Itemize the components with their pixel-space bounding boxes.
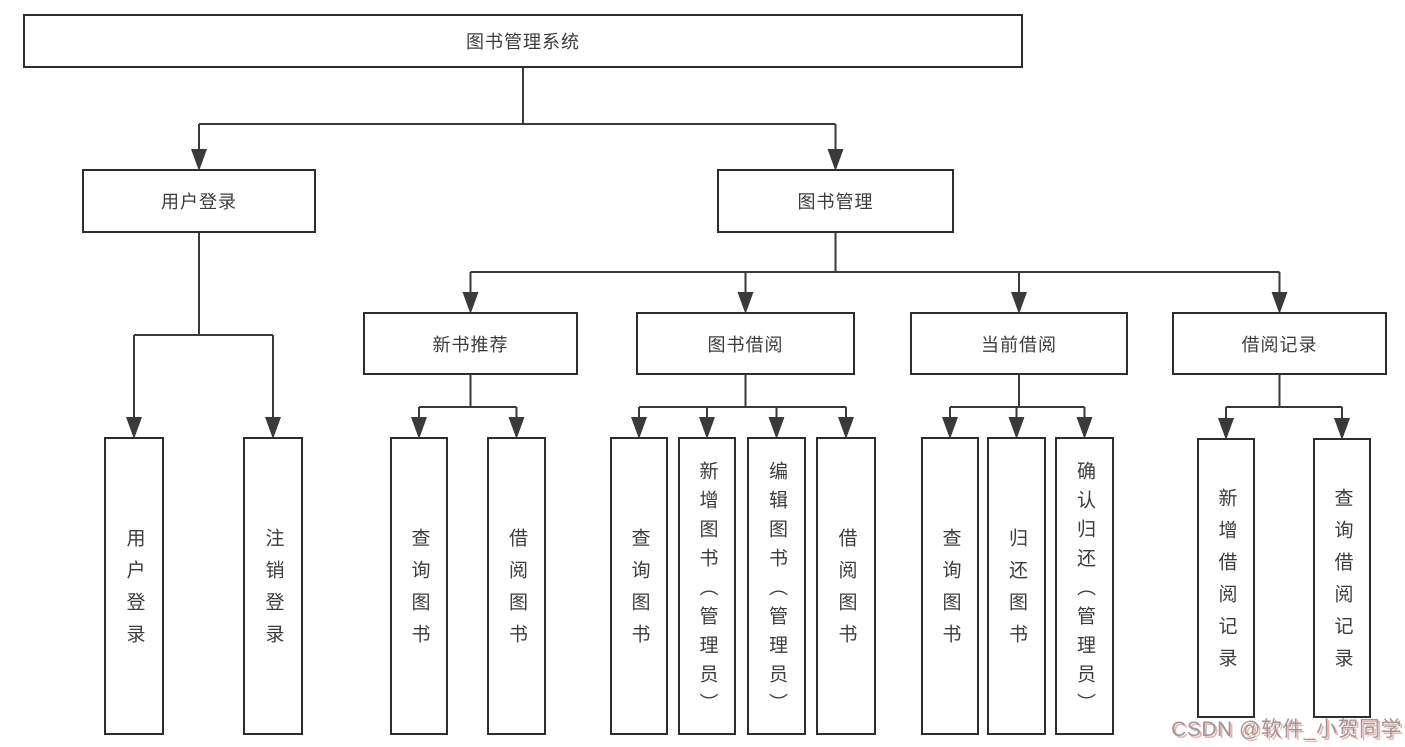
arrowhead-icon bbox=[631, 417, 647, 439]
node-label: 用户登录 bbox=[161, 192, 237, 212]
node-recommend-query-books: 查询图书 bbox=[390, 437, 448, 735]
arrowhead-icon bbox=[768, 417, 785, 439]
edge-path bbox=[133, 233, 274, 423]
arrowhead-icon bbox=[1011, 292, 1027, 314]
node-label: 图书借阅 bbox=[707, 334, 784, 355]
node-label: 当前借阅 bbox=[981, 334, 1057, 355]
node-current-borrowing: 当前借阅 bbox=[910, 312, 1128, 375]
node-borrowing-query-books: 查询图书 bbox=[610, 437, 668, 735]
node-label: 归还图书 bbox=[1006, 528, 1027, 656]
arrowhead-icon bbox=[827, 149, 844, 171]
node-logout: 注销登录 bbox=[243, 437, 303, 735]
node-label: 图书管理 bbox=[797, 192, 874, 212]
node-book-borrowing: 图书借阅 bbox=[636, 312, 855, 375]
node-label: 图书管理系统 bbox=[466, 32, 580, 52]
arrowhead-icon bbox=[1218, 418, 1234, 440]
arrowhead-icon bbox=[699, 417, 715, 439]
edge-path bbox=[469, 233, 1281, 298]
node-borrowing-records: 借阅记录 bbox=[1172, 312, 1387, 375]
node-label: 用户登录 bbox=[123, 528, 145, 656]
arrowhead-icon bbox=[508, 417, 525, 439]
edge-path bbox=[418, 375, 518, 423]
node-user-login: 用户登录 bbox=[82, 169, 316, 233]
arrowhead-icon bbox=[191, 149, 207, 171]
edge-path bbox=[638, 375, 847, 423]
node-label: 查询图书 bbox=[939, 528, 961, 656]
node-records-add-record: 新增借阅记录 bbox=[1197, 438, 1255, 718]
arrowhead-icon bbox=[737, 292, 754, 314]
edge-path bbox=[1225, 375, 1343, 424]
arrowhead-icon bbox=[126, 417, 142, 439]
node-current-query-books: 查询图书 bbox=[921, 437, 979, 735]
arrowhead-icon bbox=[942, 417, 958, 439]
node-library-system: 图书管理系统 bbox=[23, 14, 1023, 68]
node-label: 查询图书 bbox=[628, 528, 650, 656]
node-current-return-books: 归还图书 bbox=[987, 437, 1046, 735]
arrowhead-icon bbox=[838, 417, 854, 439]
node-label: 确认归还（管理员） bbox=[1074, 460, 1095, 722]
node-borrowing-edit-books: 编辑图书（管理员） bbox=[747, 437, 806, 735]
node-label: 新增借阅记录 bbox=[1215, 488, 1237, 680]
node-new-book-recommend: 新书推荐 bbox=[363, 312, 578, 375]
edge-path bbox=[949, 375, 1086, 423]
node-label: 借阅图书 bbox=[506, 528, 527, 656]
node-label: 借阅记录 bbox=[1241, 334, 1318, 355]
node-label: 注销登录 bbox=[262, 528, 284, 656]
node-label: 查询借阅记录 bbox=[1331, 488, 1353, 680]
arrowhead-icon bbox=[1076, 417, 1093, 439]
node-label: 借阅图书 bbox=[835, 528, 857, 656]
node-borrowing-borrow-books: 借阅图书 bbox=[816, 437, 876, 735]
node-current-confirm-return: 确认归还（管理员） bbox=[1055, 437, 1114, 735]
node-label: 新增图书（管理员） bbox=[696, 460, 718, 722]
arrowhead-icon bbox=[1008, 417, 1025, 439]
node-label: 新书推荐 bbox=[432, 334, 509, 355]
edge-path bbox=[198, 68, 837, 155]
node-label: 查询图书 bbox=[408, 528, 430, 656]
arrowhead-icon bbox=[411, 417, 427, 439]
arrowhead-icon bbox=[265, 417, 281, 439]
node-records-query-record: 查询借阅记录 bbox=[1313, 438, 1371, 718]
node-label: 编辑图书（管理员） bbox=[766, 460, 787, 722]
node-user-login-leaf: 用户登录 bbox=[104, 437, 164, 735]
arrowhead-icon bbox=[1271, 292, 1288, 314]
node-borrowing-add-books: 新增图书（管理员） bbox=[678, 437, 736, 735]
arrowhead-icon bbox=[462, 292, 479, 314]
node-recommend-borrow-books: 借阅图书 bbox=[487, 437, 546, 735]
node-book-management: 图书管理 bbox=[717, 169, 954, 233]
arrowhead-icon bbox=[1334, 418, 1350, 440]
